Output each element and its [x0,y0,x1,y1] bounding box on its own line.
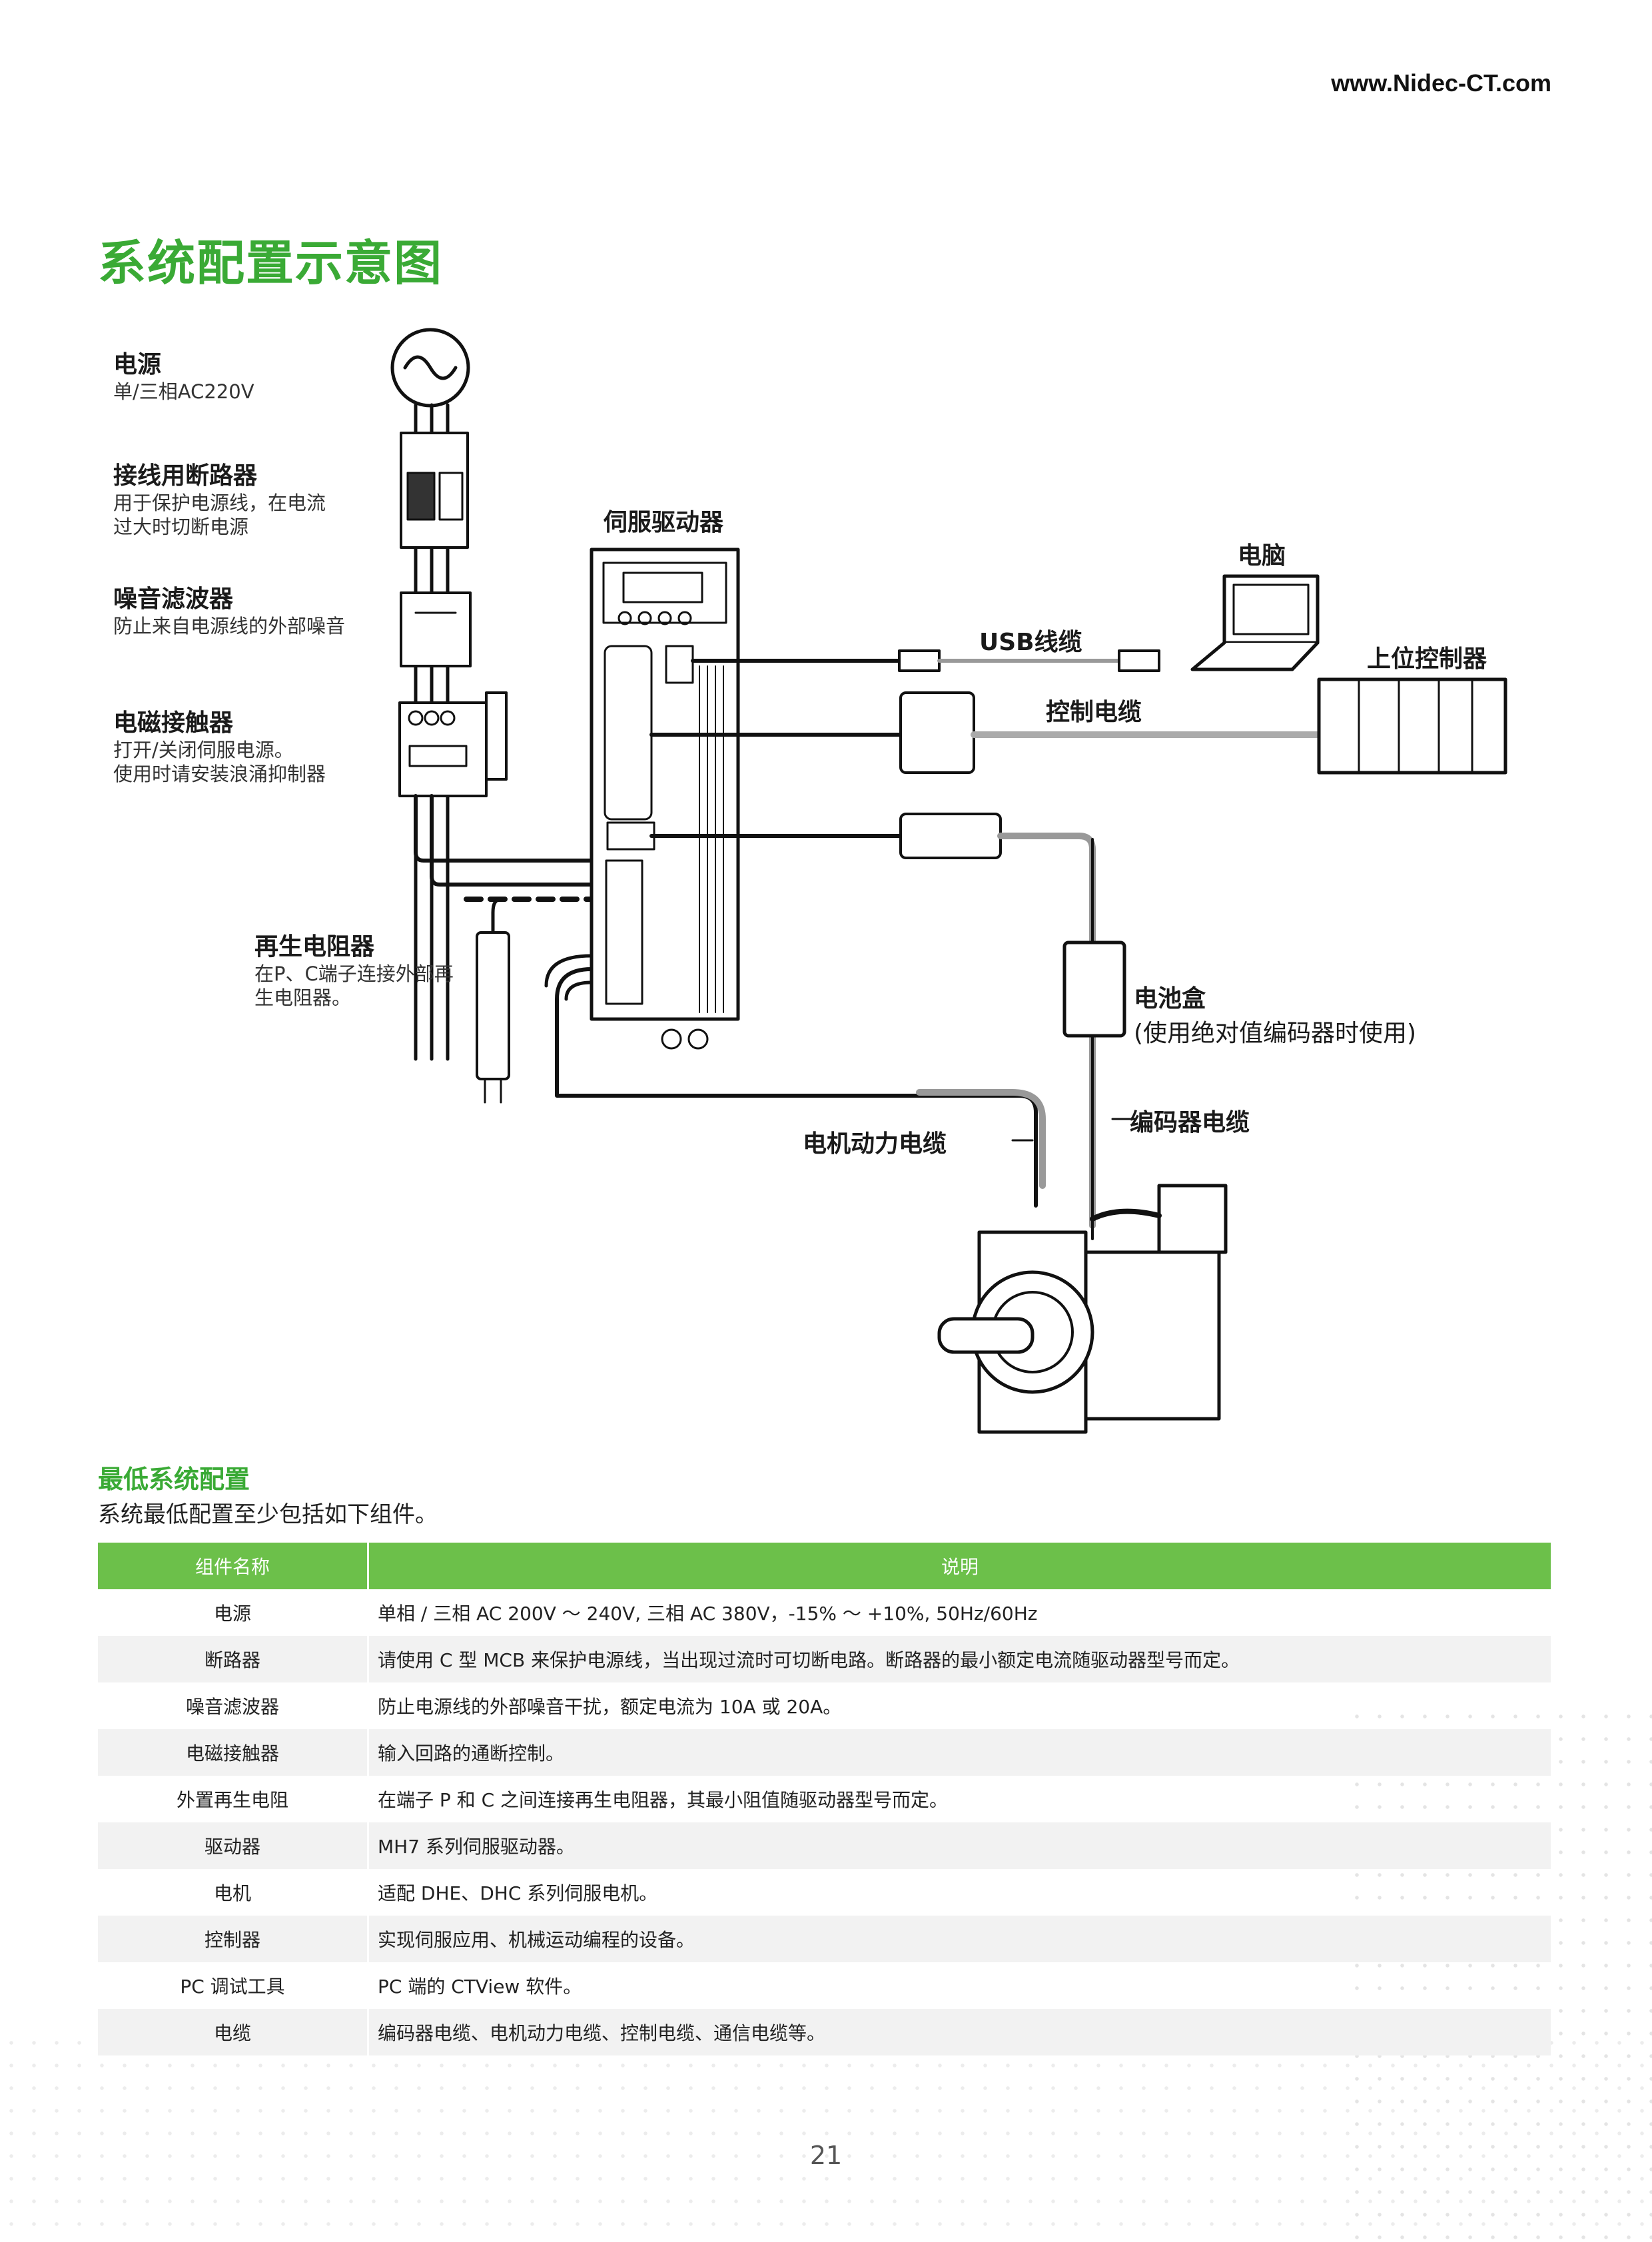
row-desc: 防止电源线的外部噪音干扰，额定电流为 10A 或 20A。 [378,1696,842,1718]
noise-filter-icon [400,591,472,667]
row-name: 噪音滤波器 [98,1682,369,1729]
row-desc: 适配 DHE、DHC 系列伺服电机。 [378,1882,658,1904]
table-row: 电机 适配 DHE、DHC 系列伺服电机。 [98,1869,1551,1916]
regen-title: 再生电阻器 [254,933,375,960]
row-desc: 在端子 P 和 C 之间连接再生电阻器，其最小阻值随驱动器型号而定。 [378,1789,949,1811]
plc-controller-icon [1317,677,1507,775]
battery-desc: (使用绝对值编码器时使用) [1134,1020,1417,1047]
regen-desc-2: 生电阻器。 [254,986,352,1009]
breaker-desc-2: 过大时切断电源 [113,516,249,538]
dot-pattern-bottom [0,2032,1652,2242]
table-row: 噪音滤波器 防止电源线的外部噪音干扰，额定电流为 10A 或 20A。 [98,1682,1551,1729]
regen-resistor-icon [476,931,510,1104]
row-desc: 单相 / 三相 AC 200V ～ 240V, 三相 AC 380V，-15% … [378,1603,1038,1625]
table-row: 电源 单相 / 三相 AC 200V ～ 240V, 三相 AC 380V，-1… [98,1589,1551,1636]
contactor-title: 电磁接触器 [113,709,234,737]
row-desc: PC 端的 CTView 软件。 [378,1976,582,1998]
servo-drive-label: 伺服驱动器 [604,509,724,536]
page-title: 系统配置示意图 [98,235,444,291]
row-name: PC 调试工具 [98,1962,369,2009]
row-name: 电缆 [98,2009,369,2055]
section-title: 最低系统配置 [98,1465,250,1494]
row-name: 驱动器 [98,1822,369,1869]
battery-label: 电池盒 (使用绝对值编码器时使用) [1134,979,1416,1048]
table-row: 电缆 编码器电缆、电机动力电缆、控制电缆、通信电缆等。 [98,2009,1551,2055]
power-desc: 单/三相AC220V [113,380,254,403]
power-title: 电源 [113,351,162,378]
row-name: 外置再生电阻 [98,1776,369,1822]
power-label: 电源 单/三相AC220V [113,345,254,404]
config-table: 组件名称 说明 电源 单相 / 三相 AC 200V ～ 240V, 三相 AC… [98,1543,1551,2055]
pc-label: 电脑 [1238,542,1286,569]
filter-title: 噪音滤波器 [113,585,234,613]
breaker-desc-1: 用于保护电源线，在电流 [113,492,326,514]
header-description: 说明 [368,1543,1551,1589]
website-url[interactable]: www.Nidec-CT.com [1331,69,1551,97]
contactor-desc-1: 打开/关闭伺服电源。 [113,739,294,761]
page-number: 21 [809,2141,843,2170]
contactor-icon [398,691,508,797]
row-name: 电源 [98,1589,369,1636]
table-row: 断路器 请使用 C 型 MCB 来保护电源线，当出现过流时可切断电路。断路器的最… [98,1636,1551,1682]
usb-cable-label: USB线缆 [979,629,1082,656]
table-row: 控制器 实现伺服应用、机械运动编程的设备。 [98,1916,1551,1962]
row-name: 电机 [98,1869,369,1916]
filter-desc: 防止来自电源线的外部噪音 [113,615,346,637]
breaker-title: 接线用断路器 [113,462,258,490]
header-component-name: 组件名称 [98,1543,369,1589]
table-row: PC 调试工具 PC 端的 CTView 软件。 [98,1962,1551,2009]
contactor-label: 电磁接触器 打开/关闭伺服电源。 使用时请安装浪涌抑制器 [113,703,326,786]
row-desc: 输入回路的通断控制。 [368,1729,1551,1776]
laptop-icon [1190,574,1320,671]
contactor-desc-2: 使用时请安装浪涌抑制器 [113,763,326,785]
breaker-label: 接线用断路器 用于保护电源线，在电流 过大时切断电源 [113,456,326,539]
row-desc: 编码器电缆、电机动力电缆、控制电缆、通信电缆等。 [368,2009,1551,2055]
breaker-icon [400,432,469,549]
battery-title: 电池盒 [1134,985,1206,1012]
row-name: 电磁接触器 [98,1729,369,1776]
battery-box-icon [1062,940,1126,1038]
table-row: 驱动器 MH7 系列伺服驱动器。 [98,1822,1551,1869]
diagram-drawing [390,328,1507,1434]
section-subtitle: 系统最低配置至少包括如下组件。 [98,1501,438,1528]
system-diagram: 电源 单/三相AC220V 接线用断路器 用于保护电源线，在电流 过大时切断电源… [0,320,1652,1465]
row-desc: 实现伺服应用、机械运动编程的设备。 [368,1916,1551,1962]
table-row: 电磁接触器 输入回路的通断控制。 [98,1729,1551,1776]
row-desc: MH7 系列伺服驱动器。 [368,1822,1551,1869]
motor-power-cable-label: 电机动力电缆 [803,1130,947,1158]
regen-label: 再生电阻器 在P、C端子连接外部再 生电阻器。 [254,927,454,1010]
servo-drive-icon [590,548,740,1050]
servo-motor-icon [937,1184,1228,1434]
row-name: 控制器 [98,1916,369,1962]
table-header-row: 组件名称 说明 [98,1543,1551,1589]
row-desc: 请使用 C 型 MCB 来保护电源线，当出现过流时可切断电路。断路器的最小额定电… [368,1636,1551,1682]
host-controller-label: 上位控制器 [1367,645,1487,673]
control-cable-label: 控制电缆 [1046,699,1142,726]
regen-desc-1: 在P、C端子连接外部再 [254,962,454,985]
row-name: 断路器 [98,1636,369,1682]
encoder-cable-label: 编码器电缆 [1130,1109,1250,1136]
filter-label: 噪音滤波器 防止来自电源线的外部噪音 [113,579,345,638]
table-row: 外置再生电阻 在端子 P 和 C 之间连接再生电阻器，其最小阻值随驱动器型号而定… [98,1776,1551,1822]
